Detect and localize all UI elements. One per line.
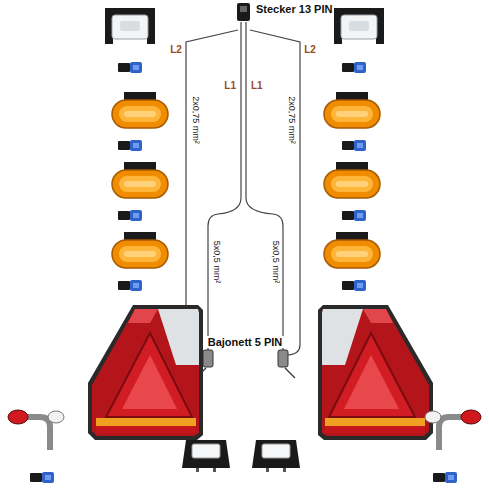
wire-label: L1 bbox=[250, 80, 264, 91]
white-marker-lamps bbox=[105, 8, 384, 44]
wire-label: L2 bbox=[303, 44, 317, 55]
license-plate-lamps bbox=[182, 440, 300, 472]
bayonet-connectors bbox=[203, 350, 288, 367]
tail-lamps bbox=[88, 305, 433, 440]
connector-label: Stecker 13 PIN bbox=[254, 3, 334, 15]
cables bbox=[186, 22, 300, 378]
outline-lamps bbox=[8, 410, 481, 450]
connector-label: Bajonett 5 PIN bbox=[206, 336, 285, 348]
lamp-plugs bbox=[30, 62, 457, 483]
plug-13-pin bbox=[237, 3, 250, 21]
wire-label: L2 bbox=[169, 44, 183, 55]
cable-spec: 2x0,75 mm² bbox=[190, 95, 200, 145]
cable-spec: 5x0,5 mm² bbox=[211, 240, 221, 285]
amber-marker-lamps bbox=[112, 92, 380, 268]
wire-label: L1 bbox=[223, 80, 237, 91]
cable-spec: 2x0,75 mm² bbox=[286, 95, 296, 145]
cable-spec: 5x0,5 mm² bbox=[270, 240, 280, 285]
